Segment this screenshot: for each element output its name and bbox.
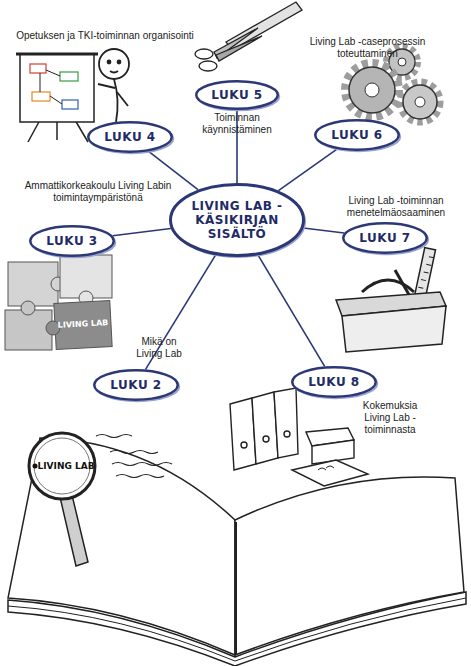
chapter-ellipse: LUKU 8Kokemuksia Living Lab -toiminnasta bbox=[291, 366, 377, 398]
chapter-ellipse: LUKU 5Toiminnan käynnistäminen bbox=[195, 80, 279, 110]
toolbox bbox=[336, 248, 446, 352]
gear-teeth bbox=[400, 82, 440, 122]
binders bbox=[230, 388, 368, 486]
figure-eye bbox=[118, 61, 121, 64]
easel-leg bbox=[75, 120, 88, 142]
chart-link bbox=[40, 70, 62, 104]
chart-bar bbox=[16, 53, 98, 56]
gear-hub bbox=[365, 83, 379, 97]
puzzle-piece bbox=[54, 301, 112, 350]
text-scribble bbox=[96, 435, 132, 438]
connector-line bbox=[113, 228, 171, 235]
chapter-caption: Mikä on Living Lab bbox=[128, 336, 190, 360]
right-page bbox=[235, 477, 464, 655]
hub-title: LIVING LAB -KÄSIKIRJAN SISÄLTÖ bbox=[169, 183, 305, 257]
chapter-caption: Living Lab -caseprosessin toteuttaminen bbox=[300, 36, 435, 60]
chapter-caption: Ammattikorkeakoulu Living Labin toiminta… bbox=[18, 180, 178, 204]
bullet-dot bbox=[33, 464, 38, 469]
hub-ellipse: LIVING LAB -KÄSIKIRJAN SISÄLTÖ bbox=[169, 183, 305, 257]
puzzle-knob bbox=[21, 301, 35, 315]
chapter-caption: Opetuksen ja TKI-toiminnan organisointi bbox=[5, 30, 205, 42]
figure-arm bbox=[117, 92, 128, 106]
gear-hub bbox=[415, 97, 425, 107]
chapter-ellipse: LUKU 6Living Lab -caseprosessin toteutta… bbox=[314, 119, 400, 151]
scissors-ribbon bbox=[195, 2, 302, 71]
magnifier-label: LIVING LAB bbox=[37, 461, 94, 471]
magnifier-handle bbox=[60, 495, 88, 566]
figure-arm bbox=[98, 84, 115, 88]
figure-body bbox=[114, 79, 118, 122]
chapter-caption: Toiminnan käynnistäminen bbox=[197, 112, 277, 136]
binder bbox=[274, 388, 298, 458]
puzzle-pieces bbox=[5, 255, 112, 350]
chapter-ellipse: LUKU 4Opetuksen ja TKI-toiminnan organis… bbox=[87, 121, 173, 153]
left-page bbox=[8, 438, 235, 655]
chapter-caption: Kokemuksia Living Lab -toiminnasta bbox=[359, 400, 421, 436]
puzzle-piece bbox=[5, 310, 52, 350]
text-scribble bbox=[112, 463, 172, 466]
toolbox-handle bbox=[362, 280, 414, 292]
chapter-number: LUKU 3 bbox=[29, 225, 115, 257]
chapter-number: LUKU 5 bbox=[195, 80, 279, 110]
folder bbox=[292, 460, 368, 486]
chapter-number: LUKU 4 bbox=[87, 121, 173, 153]
chart-paper bbox=[20, 54, 94, 122]
easel-leg bbox=[28, 120, 40, 142]
chart-box bbox=[60, 72, 78, 81]
binder-hole bbox=[241, 442, 247, 448]
chart-box bbox=[32, 92, 50, 101]
chapter-number: LUKU 8 bbox=[291, 366, 377, 398]
magnifier-rim bbox=[29, 433, 95, 499]
scissor-handle bbox=[199, 61, 217, 71]
chart-box bbox=[30, 64, 46, 73]
chapter-ellipse: LUKU 3Ammattikorkeakoulu Living Labin to… bbox=[29, 225, 115, 257]
text-scribble bbox=[110, 451, 158, 454]
gear-teeth bbox=[345, 63, 399, 117]
binder-hole bbox=[263, 436, 269, 442]
binder-hole bbox=[284, 431, 290, 437]
magnifier bbox=[29, 433, 95, 566]
chapter-number: LUKU 7 bbox=[342, 222, 428, 254]
connector-line bbox=[278, 149, 337, 190]
toolbox-body bbox=[342, 306, 446, 352]
flip-chart bbox=[16, 54, 98, 142]
easel-leg bbox=[56, 120, 58, 140]
stick-figure bbox=[98, 49, 129, 122]
book-spine bbox=[235, 522, 237, 655]
chapter-ellipse: LUKU 7Living Lab -toiminnan menetelmäosa… bbox=[342, 222, 428, 254]
chapter-ellipse: LUKU 2Mikä on Living Lab bbox=[93, 369, 179, 401]
chapter-number: LUKU 6 bbox=[314, 119, 400, 151]
scissor-blade bbox=[216, 36, 262, 61]
chapter-caption: Living Lab -toiminnan menetelmäosaaminen bbox=[337, 195, 455, 219]
folder-rings bbox=[318, 466, 334, 470]
figure-eye bbox=[108, 61, 111, 64]
scissor-handle bbox=[195, 49, 213, 59]
figure-head bbox=[99, 49, 129, 79]
gear bbox=[349, 67, 395, 113]
gear-hub bbox=[398, 58, 406, 66]
chapter-number: LUKU 2 bbox=[93, 369, 179, 401]
ruler-ticks bbox=[418, 256, 433, 289]
connector-line bbox=[303, 228, 344, 233]
text-scribble bbox=[116, 475, 164, 478]
connector-line bbox=[258, 255, 325, 366]
figure-mouth bbox=[110, 71, 118, 73]
gear bbox=[403, 85, 437, 119]
chart-box bbox=[62, 100, 78, 109]
